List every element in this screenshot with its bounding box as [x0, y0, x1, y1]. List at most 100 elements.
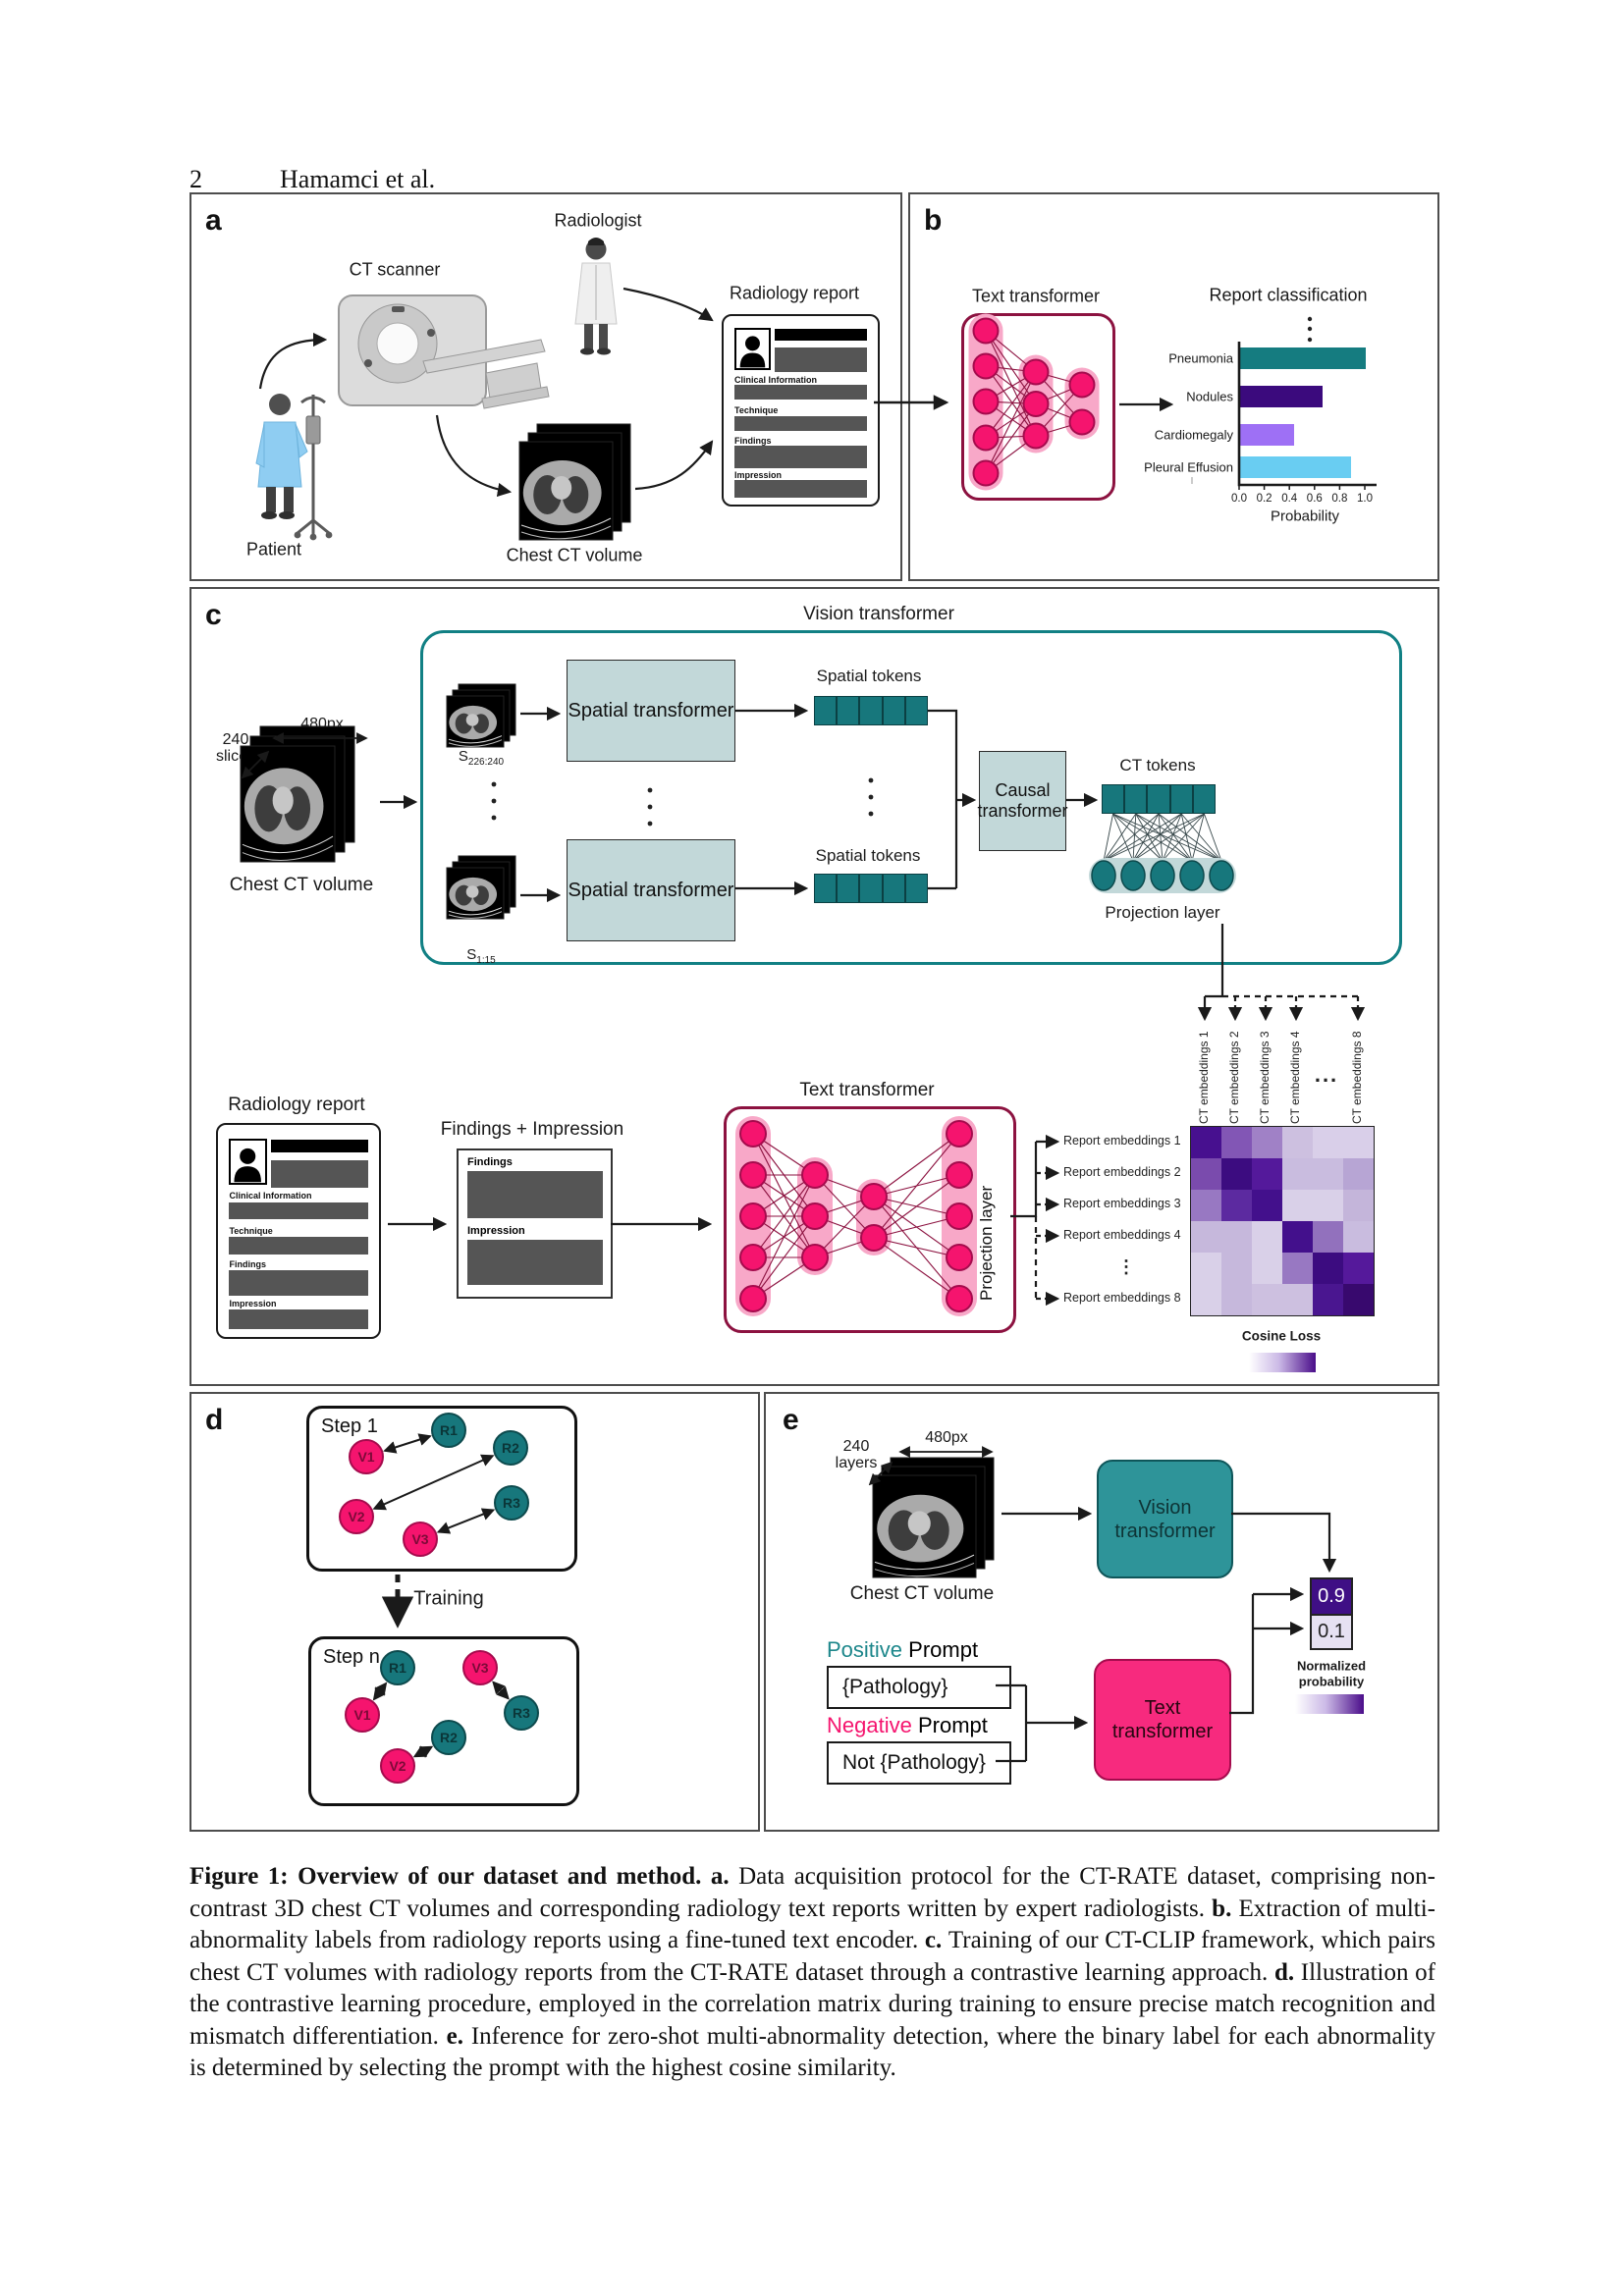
report-field-text-block: [229, 1201, 368, 1220]
token-cell: [1192, 784, 1217, 814]
ct-tokens-label: CT tokens: [1119, 756, 1196, 774]
x-tick-label: 0.2: [1256, 493, 1272, 505]
matrix-cell-r6c3: [1252, 1284, 1282, 1315]
x-tick-label: 0.4: [1281, 493, 1298, 505]
token-cell: [859, 874, 883, 903]
matrix-cell-r6c1: [1191, 1284, 1221, 1315]
bar-label: Pneumonia: [1168, 350, 1233, 366]
report-embedding-label: Report embeddings 3: [1063, 1197, 1181, 1210]
matrix-cell-r1c1: [1191, 1127, 1221, 1158]
ct-embedding-label: CT embeddings 8: [1350, 1031, 1364, 1125]
chest-ct-volume-stack: [872, 1457, 995, 1578]
negative-prompt-label: Negative Prompt: [827, 1713, 988, 1737]
panel-e-zero-shot-inference: e 240 layers 480px Chest CT volume Visio…: [764, 1392, 1439, 1832]
token-cell: [859, 696, 883, 725]
ct-embedding-label: CT embeddings 3: [1258, 1031, 1272, 1125]
page-number: 2: [189, 165, 202, 193]
ct-embedding-label: CT embeddings 2: [1227, 1031, 1241, 1125]
slab-bottom-label: S1:15: [466, 946, 496, 966]
token-cell: [1102, 784, 1125, 814]
findings-impression-title: Findings + Impression: [440, 1119, 624, 1140]
dim-width: 480px: [925, 1429, 968, 1446]
bar-label: Cardiomegaly: [1154, 427, 1233, 443]
report-embedding-label: Report embeddings 1: [1063, 1134, 1181, 1148]
avatar: [733, 328, 771, 370]
caption-bold-segment: Figure 1: Overview of our dataset and me…: [189, 1863, 739, 1890]
spatial-tokens-bottom: [814, 874, 929, 903]
panel-a-data-acquisition: a CT scanner Radiologist Patient Chest C…: [189, 192, 902, 581]
report-embedding-label: Report embeddings 2: [1063, 1165, 1181, 1179]
matrix-cell-r5c3: [1252, 1253, 1282, 1284]
report-field-text-block: [733, 415, 867, 432]
impression-text-block: [467, 1240, 603, 1285]
findings-text-block: [467, 1171, 603, 1218]
vision-to-prob-arrow: [1231, 1512, 1337, 1574]
panel-a-label: a: [205, 204, 222, 237]
stepn-title: Step n: [323, 1646, 380, 1668]
figure-caption: Figure 1: Overview of our dataset and me…: [189, 1861, 1435, 2085]
caption-segment: Extraction of multi-abnormality labels f…: [189, 1895, 1436, 1954]
matrix-cell-r3c6: [1343, 1190, 1374, 1221]
avatar: [229, 1139, 267, 1186]
report-field-label: Findings: [229, 1259, 266, 1270]
spatial-tokens-bottom-label: Spatial tokens: [815, 846, 921, 865]
chest-ct-volume-label: Chest CT volume: [229, 875, 374, 895]
spatial-tokens-top-label: Spatial tokens: [816, 667, 922, 685]
matrix-cell-r5c1: [1191, 1253, 1221, 1284]
radiologist-icon: [574, 238, 618, 355]
matrix-cell-r3c5: [1313, 1190, 1343, 1221]
panel-c-label: c: [205, 599, 222, 631]
x-tick-label: 0.8: [1331, 493, 1348, 505]
report-field-label: Clinical Information: [733, 374, 817, 385]
report-field-label: Technique: [229, 1225, 273, 1236]
x-tick-label: 0.6: [1306, 493, 1323, 505]
spatial-transformer-bottom: Spatial transformer: [567, 839, 735, 941]
chest-ct-volume-stack: [518, 423, 631, 541]
ellipsis-dots: [1307, 326, 1313, 332]
text-transformer-title: Text transformer: [799, 1080, 935, 1100]
token-cell: [837, 696, 860, 725]
matrix-cell-r4c6: [1343, 1221, 1374, 1253]
cosine-loss-colorbar: [1249, 1353, 1316, 1372]
radiology-report-label: Radiology report: [729, 283, 860, 303]
chest-ct-volume-label: Chest CT volume: [506, 545, 643, 565]
matrix-cell-r4c2: [1221, 1221, 1252, 1253]
matrix-cell-r3c4: [1282, 1190, 1313, 1221]
ct-to-report-arrow: [634, 440, 714, 491]
report-field-text-block: [733, 480, 867, 499]
report-title-bar: [271, 1140, 368, 1153]
text-transformer-network-box: [724, 1106, 1016, 1333]
radiologist-to-report-arrow: [623, 287, 714, 322]
matrix-cell-r5c6: [1343, 1253, 1374, 1284]
matrix-cell-r5c2: [1221, 1253, 1252, 1284]
matrix-cell-r5c5: [1313, 1253, 1343, 1284]
report-embedding-label: Report embeddings 8: [1063, 1291, 1181, 1305]
matrix-cell-r6c2: [1221, 1284, 1252, 1315]
token-cell: [814, 874, 838, 903]
report-field-text-block: [733, 445, 867, 468]
ellipsis-dots: [1307, 316, 1313, 322]
findings-field-label: Findings: [467, 1156, 513, 1168]
normalized-probability-colorbar: [1295, 1694, 1364, 1714]
report-field-label: Impression: [733, 470, 782, 481]
normalized-probability-label-2: probability: [1298, 1674, 1365, 1689]
report-header-bar: [271, 1159, 368, 1188]
matrix-cell-r3c2: [1221, 1190, 1252, 1221]
normalized-probability-label-1: Normalized: [1296, 1658, 1367, 1674]
matrix-cell-r1c3: [1252, 1127, 1282, 1158]
chest-ct-volume-label: Chest CT volume: [849, 1583, 995, 1604]
token-cell: [882, 874, 905, 903]
patient-to-scanner-arrow: [258, 332, 328, 390]
token-cell: [904, 874, 929, 903]
caption-segment: Data acquisition protocol for the CT-RAT…: [189, 1863, 1435, 1922]
vision-transformer-outline: [420, 630, 1402, 965]
cosine-loss-label: Cosine Loss: [1241, 1328, 1322, 1344]
text-out-trunk: [1229, 1594, 1255, 1715]
bar-Cardiomegaly: [1240, 424, 1295, 446]
prob-negative-cell: 0.1: [1312, 1614, 1351, 1648]
panel-c-ctclip-training: c Vision transformer 240 slices 480px Ch…: [189, 587, 1439, 1386]
matrix-cell-r1c5: [1313, 1127, 1343, 1158]
